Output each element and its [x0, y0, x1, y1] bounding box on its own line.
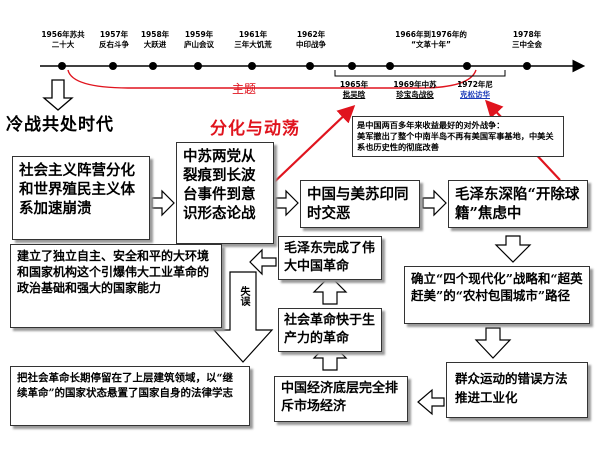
red-arrow-left [267, 104, 356, 189]
sub-event-1972: 1972年尼 克松访华 [457, 80, 493, 99]
heading-split: 分化与动荡 [210, 119, 300, 139]
theme-label: 主题 [232, 82, 257, 96]
timeline-event-1958: 1958年大跃进 [140, 30, 170, 49]
arrow-mao-to-achievement [249, 248, 277, 276]
arrow-camp-to-sino [151, 189, 175, 217]
timeline-event-1957: 1957年反右斗争 [99, 30, 129, 49]
box-failure: 把社会革命长期停留在了上层建筑领域，以“继续革命”的国家状态悬置了国家自身的法律… [10, 366, 250, 426]
box-sino-soviet: 中苏两党从裂痕到长波台事件到意识形态论战 [176, 142, 274, 244]
arrow-sino-to-us [275, 189, 299, 217]
sub-event-bracket [334, 70, 506, 77]
timeline-event-1966-1976: 1966年到1976年的“文革十年” [395, 30, 467, 49]
box-social-revolution: 社会革命快于生产力的革命 [278, 308, 382, 352]
box-mass-movement: 群众运动的错误方法推进工业化 [446, 362, 588, 418]
theme-bracket [67, 69, 477, 89]
timeline-event-1978: 1978年三中全会 [512, 30, 542, 49]
arrow-us-to-mao [422, 189, 447, 217]
timeline-dots [58, 62, 531, 70]
arrow-modern-to-mass [474, 327, 512, 359]
arrow-social-to-mao [312, 275, 348, 305]
timeline-event-1961: 1961年三年大饥荒 [234, 30, 272, 49]
box-economy: 中国经济底层完全排斥市场经济 [274, 376, 408, 422]
arrow-mass-to-economy [417, 388, 445, 416]
box-modernization: 确立“四个现代化”战略和“超英赶美”的“农村包围城市”路径 [404, 266, 590, 324]
note-war-outcome: 是中国两百多年来收益最好的对外战争： 美军撤出了整个中南半岛不再有美国军事基地，… [352, 116, 564, 157]
sub-event-1965: 1965年 批吴晗 [339, 80, 369, 99]
box-achievement: 建立了独立自主、安全和平的大环境和国家机构这个引爆伟大工业革命的政治基础和强大的… [10, 244, 222, 328]
timeline-event-1962: 1962年中印战争 [296, 30, 326, 49]
failure-arrow [212, 271, 274, 363]
arrow-mao-to-modern [494, 235, 532, 263]
hollow-down-arrow [42, 79, 74, 111]
box-mao-completed: 毛泽东完成了伟大中国革命 [278, 236, 382, 280]
sub-event-1969: 1969年中苏 珍宝岛战役 [393, 80, 437, 99]
box-mao-trap: 毛泽东深陷“开除球籍”焦虑中 [448, 180, 588, 228]
timeline-event-1956: 1956年苏共二十大 [41, 30, 85, 49]
failure-arrow-label: 失误 [238, 286, 249, 306]
box-socialist-camp: 社会主义阵营分化和世界殖民主义体系加速崩溃 [12, 156, 150, 240]
box-us-soviet: 中国与美苏印同时交恶 [300, 180, 420, 228]
timeline-event-1959: 1959年庐山会议 [184, 30, 214, 49]
heading-cold-war: 冷战共处时代 [6, 115, 114, 135]
